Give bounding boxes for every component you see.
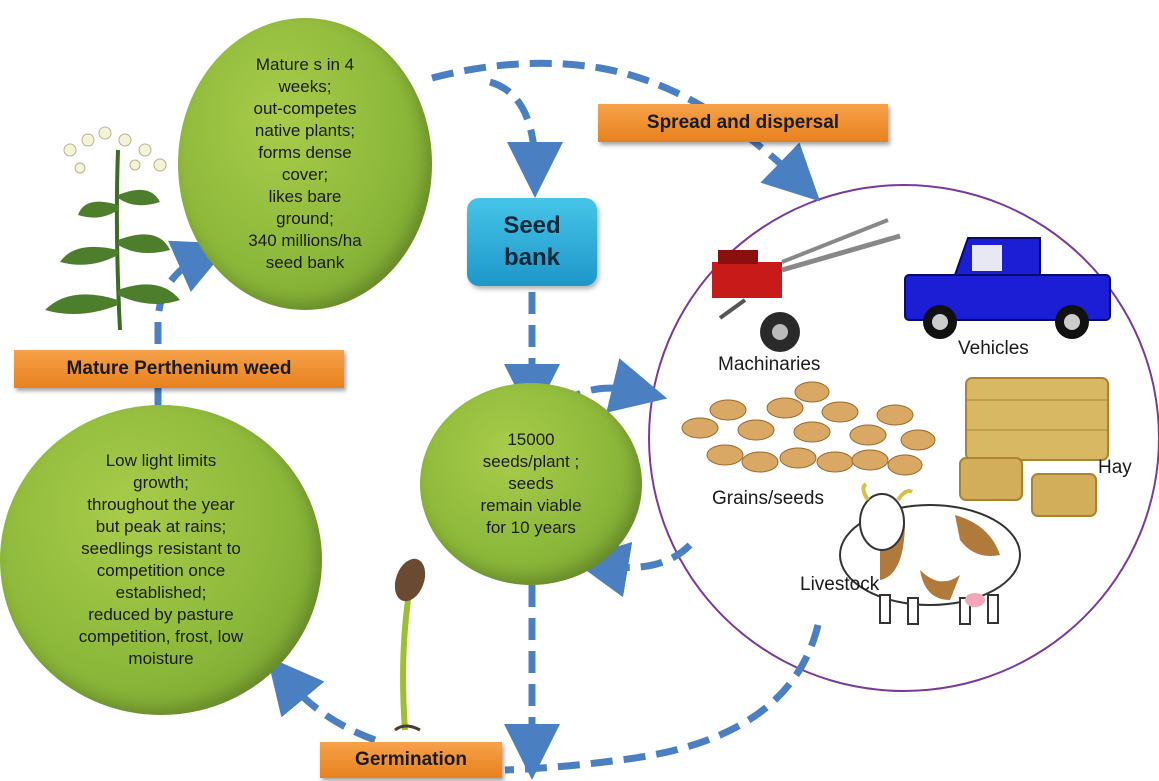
seedling-growth-node: Low light limits growth; throughout the …	[0, 405, 322, 715]
machinaries-caption: Machinaries	[718, 354, 821, 375]
germination-label: Germination	[320, 742, 502, 778]
hay-illustration	[959, 377, 1109, 517]
mature-weed-text: Mature Perthenium weed	[66, 358, 292, 379]
parthenium-plant-illustration	[45, 126, 180, 331]
seed-bank-text: Seed bank	[503, 212, 561, 271]
arrow-dispersal-to-seeds	[572, 541, 693, 598]
tiller-illustration	[712, 218, 901, 352]
grains-caption: Grains/seeds	[712, 488, 824, 509]
vehicles-caption: Vehicles	[958, 338, 1029, 359]
hay-caption: Hay	[1098, 457, 1132, 478]
spread-dispersal-label: Spread and dispersal	[598, 104, 888, 142]
grains-illustration	[681, 381, 936, 476]
seedling-growth-text: Low light limits growth; throughout the …	[78, 451, 244, 668]
truck-illustration	[904, 237, 1111, 339]
seedling-illustration	[394, 558, 426, 732]
mature-plant-text: Mature s in 4 weeks; out-competes native…	[248, 55, 362, 272]
spread-dispersal-text: Spread and dispersal	[646, 112, 840, 133]
mature-plant-node: Mature s in 4 weeks; out-competes native…	[178, 18, 432, 310]
arrow-dispersal-to-germination	[504, 624, 822, 774]
livestock-caption: Livestock	[800, 574, 880, 595]
seed-bank-box: Seed bank	[467, 198, 597, 286]
arrow-mature-to-seedbank	[488, 78, 563, 198]
seed-production-node: 15000 seeds/plant ; seeds remain viable …	[420, 383, 642, 585]
mature-weed-label: Mature Perthenium weed	[14, 350, 344, 388]
arrow-germination-to-growth	[267, 656, 377, 744]
cow-illustration	[839, 482, 1021, 625]
germination-text: Germination	[355, 749, 467, 770]
seed-production-text: 15000 seeds/plant ; seeds remain viable …	[480, 430, 582, 537]
arrow-mature-to-spread	[431, 59, 821, 202]
